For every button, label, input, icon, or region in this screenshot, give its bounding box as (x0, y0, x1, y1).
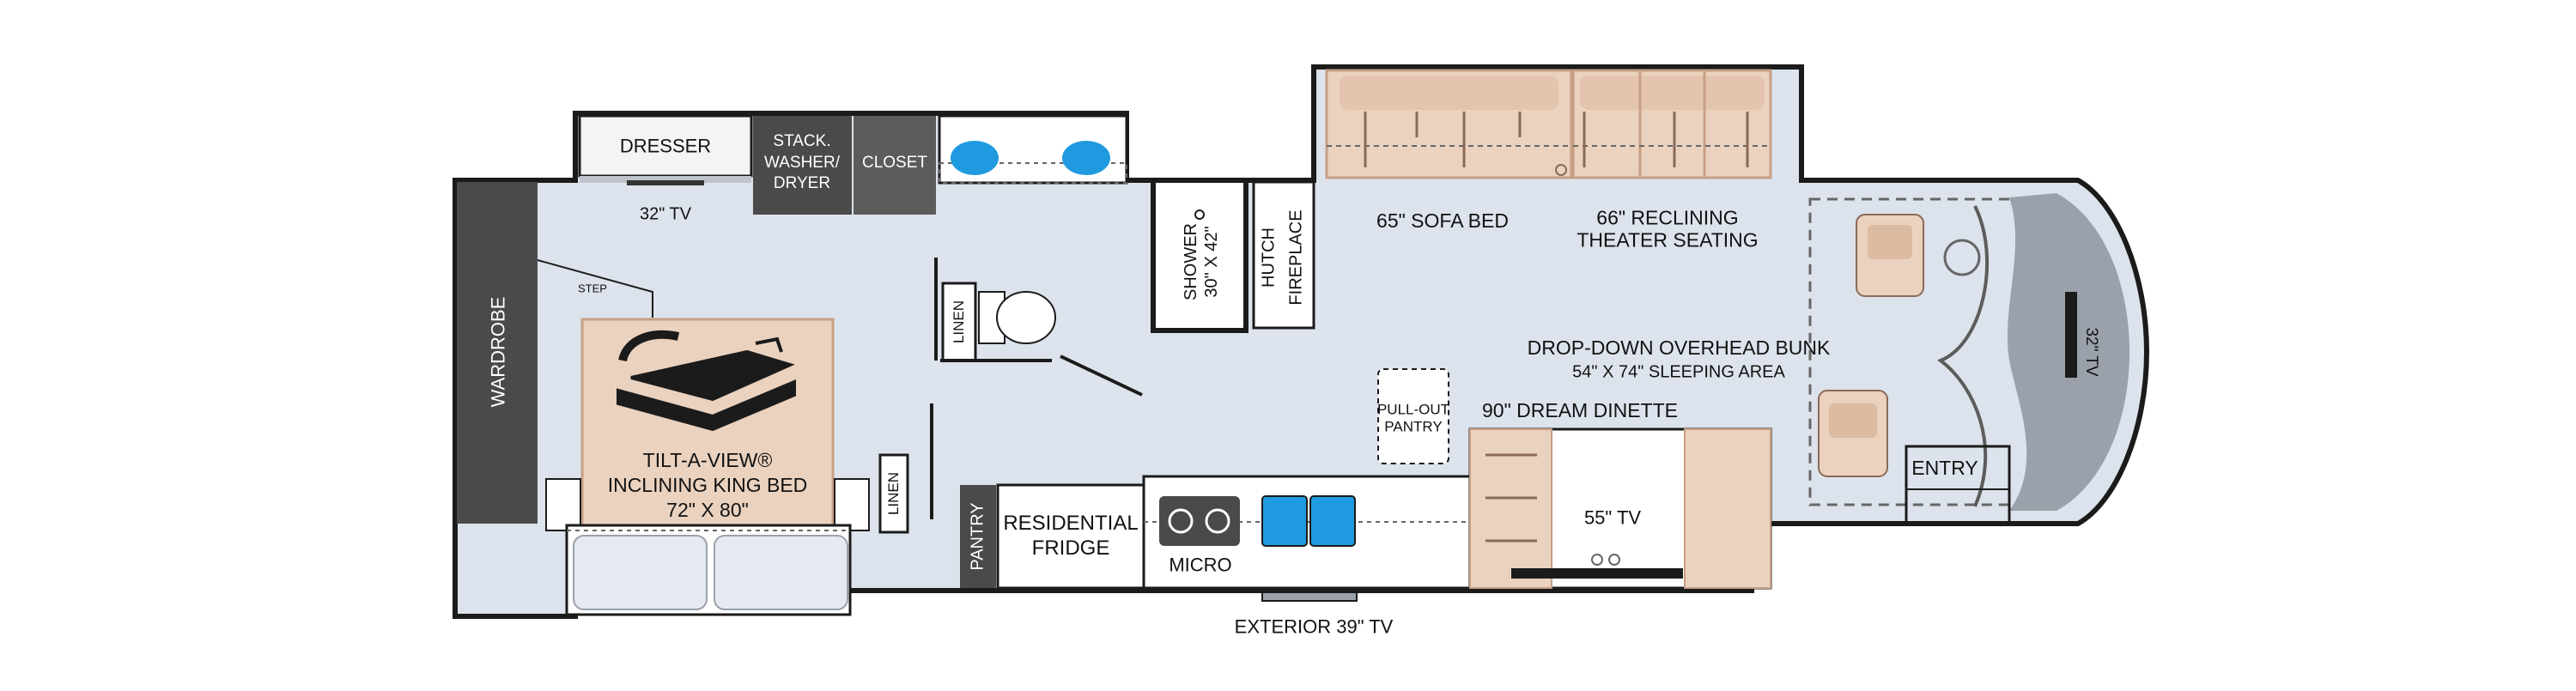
bunk-size-label: 54" X 74" SLEEPING AREA (1572, 362, 1785, 382)
theater-seating-line-1: 66" RECLINING (1596, 206, 1739, 229)
shower-label: SHOWER 30" X 42" (1181, 223, 1222, 300)
fridge-label-line-2: FRIDGE (1031, 536, 1110, 560)
pullout-pantry-line-2: PANTRY (1384, 419, 1443, 435)
theater-seating (1555, 69, 1772, 179)
sofa-bed (1325, 69, 1573, 179)
front-tv-label: 32" TV (2081, 327, 2100, 377)
vanity-sink-right (1062, 141, 1110, 175)
dinette (1468, 427, 1772, 590)
theater-seating-line-2: THEATER SEATING (1577, 229, 1759, 252)
entry-door (1905, 445, 2011, 525)
bath-wall (940, 355, 1143, 397)
fireplace-label: FIREPLACE (1286, 209, 1306, 306)
residential-fridge (996, 483, 1145, 590)
washer-dryer-line-1: STACK. (773, 131, 831, 150)
washer-dryer-unit (753, 116, 852, 215)
bath-vanity (938, 114, 1128, 185)
micro-label: MICRO (1169, 554, 1232, 576)
bedroom-tv-label: 32" TV (639, 204, 692, 224)
inclining-bed-icon (617, 330, 796, 432)
wardrobe-label: WARDROBE (487, 296, 509, 408)
pantry-label: PANTRY (968, 502, 987, 571)
dinette-tv-label: 55" TV (1583, 506, 1642, 529)
dinette-label: 90" DREAM DINETTE (1482, 398, 1678, 421)
pullout-pantry-line-1: PULL-OUT (1376, 401, 1450, 418)
bed-label: TILT-A-VIEW® INCLINING KING BED 72" X 80… (608, 448, 808, 522)
washer-dryer-line-3: DRYER (773, 174, 831, 193)
hutch-label: HUTCH (1259, 227, 1279, 288)
closet-label: CLOSET (861, 154, 928, 173)
step-line (537, 259, 653, 318)
bath-linen-cabinet (934, 258, 977, 362)
entry-label: ENTRY (1911, 456, 1978, 479)
wardrobe-cabinet (457, 182, 538, 524)
bath-linen-label: LINEN (951, 300, 968, 344)
sofa-bed-label: 65" SOFA BED (1376, 209, 1509, 232)
cockpit (1808, 193, 2129, 511)
fridge-label: RESIDENTIAL FRIDGE (1003, 512, 1138, 561)
step-label: STEP (578, 282, 607, 295)
pantry-cabinet (960, 485, 996, 588)
bed-label-line-3: 72" X 80" (666, 498, 749, 521)
bed-label-line-2: INCLINING KING BED (607, 473, 808, 496)
washer-dryer-label: STACK. WASHER/ DRYER (764, 131, 840, 195)
vanity-sink-left (951, 141, 999, 175)
dresser-label: DRESSER (619, 135, 712, 157)
hall-linen-label: LINEN (885, 471, 902, 516)
theater-seating-label: 66" RECLINING THEATER SEATING (1577, 207, 1758, 252)
hall-linen-cabinet (878, 403, 933, 534)
passenger-seat (1818, 390, 1888, 477)
kitchen-sink (1261, 495, 1356, 547)
overhead-bunk-label: DROP-DOWN OVERHEAD BUNK (1527, 336, 1831, 359)
pullout-pantry (1377, 368, 1449, 464)
king-bed (545, 318, 870, 567)
shower-stall (1151, 178, 1249, 333)
washer-dryer-line-2: WASHER/ (764, 153, 840, 172)
bed-slide-pillows (565, 524, 852, 616)
toilet (978, 291, 1056, 344)
closet-unit (854, 116, 936, 215)
exterior-tv (1261, 591, 1358, 602)
shower-label-line-2: 30" X 42" (1202, 226, 1221, 298)
pullout-pantry-label: PULL-OUT PANTRY (1377, 402, 1449, 437)
shower-label-line-1: SHOWER (1182, 223, 1200, 300)
cooktop (1159, 496, 1240, 546)
bed-label-line-1: TILT-A-VIEW® (642, 448, 773, 471)
fridge-label-line-1: RESIDENTIAL (1003, 512, 1139, 536)
exterior-tv-label: EXTERIOR 39" TV (1234, 615, 1394, 638)
driver-seat (1856, 214, 1981, 297)
dresser-cabinet (578, 114, 753, 185)
hutch-fireplace-unit (1252, 180, 1315, 330)
